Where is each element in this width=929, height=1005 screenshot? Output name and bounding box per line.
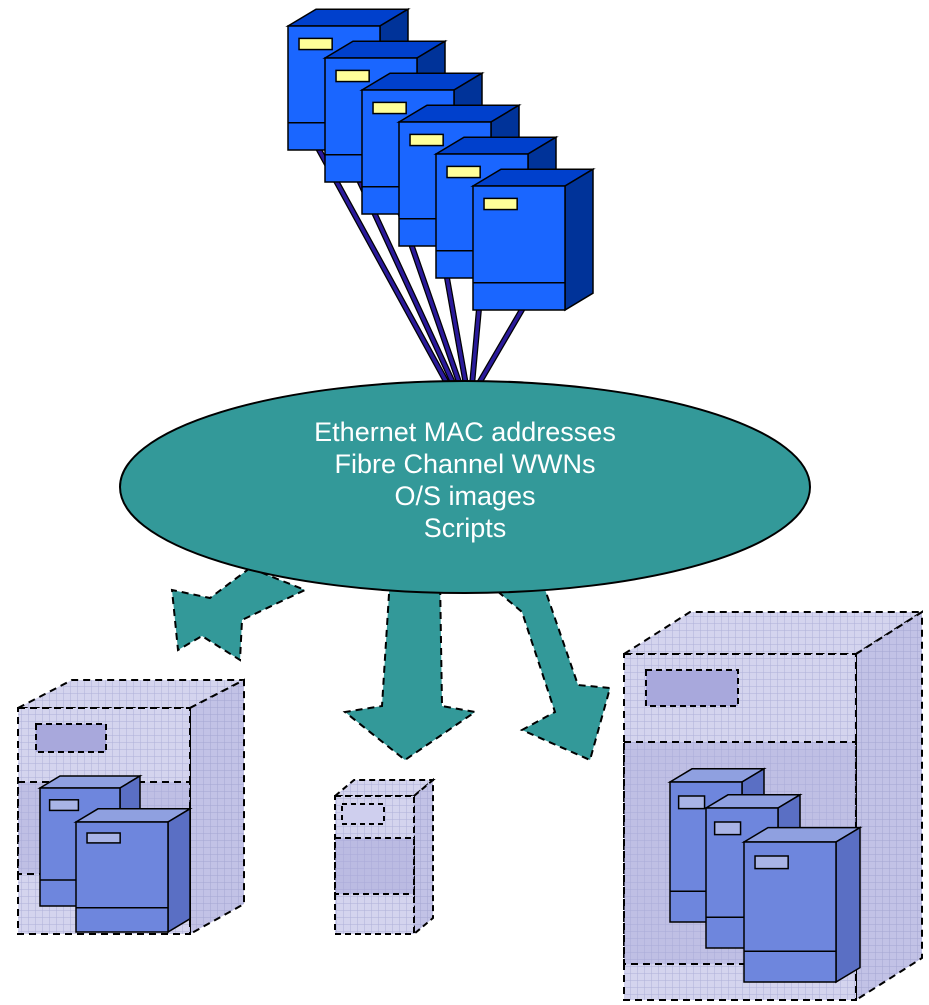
drive-bay-icon (677, 795, 706, 810)
virtual-host-left (17, 678, 245, 936)
physical-server-6 (470, 167, 596, 312)
cable-line (316, 147, 450, 386)
cable-line (476, 307, 525, 386)
arrow-middle (342, 577, 478, 762)
drive-bay-icon (446, 165, 481, 179)
drive-bay-icon (409, 133, 444, 147)
virtual-server-right-3 (741, 826, 863, 984)
drive-bay-icon (48, 799, 80, 812)
drive-bay-icon (483, 197, 518, 211)
virtual-server-left-2 (73, 807, 193, 934)
drive-bay-icon (713, 821, 742, 836)
virtual-host-right (620, 610, 926, 1002)
drive-bay-icon (335, 69, 370, 83)
arrow-left (170, 566, 308, 662)
drive-bay-icon (754, 855, 789, 870)
arrow-right (487, 573, 612, 762)
deployment-arrows (170, 566, 612, 762)
drive-bay-icon (86, 832, 121, 844)
configuration-ellipse (119, 380, 811, 594)
drive-bay-icon (298, 37, 333, 51)
drive-bay-icon (372, 101, 407, 115)
virtual-host-middle (332, 777, 436, 937)
physical-server-stack (285, 7, 596, 312)
